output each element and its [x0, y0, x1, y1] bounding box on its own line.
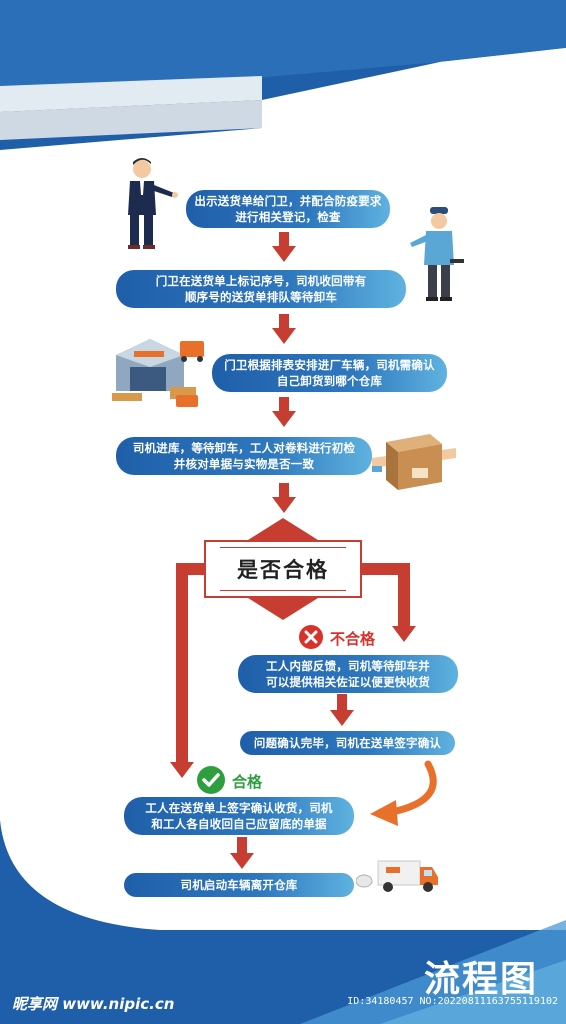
step-2-line-2: 顺序号的送货单排队等待卸车 — [184, 290, 338, 304]
step-4-box: 司机进库，等待卸车，工人对卷料进行初检 并核对单据与实物是否一致 — [116, 437, 372, 475]
decision-bottom-triangle — [248, 598, 318, 620]
arrow-4 — [279, 483, 289, 497]
decision-box: 是否合格 — [204, 540, 362, 598]
step-3-box: 门卫根据排表安排进厂车辆，司机需确认 自己卸货到哪个仓库 — [212, 354, 447, 392]
fail-step-1-line-2: 可以提供相关佐证以便更快收货 — [266, 675, 430, 689]
step-3-line-2: 自己卸货到哪个仓库 — [276, 374, 383, 388]
step-2-box: 门卫在送货单上标记序号，司机收回带有 顺序号的送货单排队等待卸车 — [116, 270, 406, 308]
step-1-line-2: 进行相关登记，检查 — [235, 210, 341, 224]
final-step-line-1: 司机启动车辆离开仓库 — [180, 878, 298, 892]
watermark-id: ID:34180457 NO:20220811163755119102 — [347, 996, 558, 1007]
step-3-line-1: 门卫根据排表安排进厂车辆，司机需确认 — [224, 358, 435, 372]
footer-title: 流程图 — [423, 959, 538, 1000]
step-4-line-1: 司机进库，等待卸车，工人对卷料进行初检 — [132, 441, 356, 455]
final-step-box: 司机启动车辆离开仓库 — [124, 873, 354, 897]
fail-step-2-line-1: 问题确认完毕，司机在送单签字确认 — [253, 736, 442, 750]
pass-branch-line — [170, 563, 204, 778]
warehouse-illustration — [112, 339, 204, 407]
fail-branch-line — [362, 563, 416, 642]
pass-step-line-2: 和工人各自收回自己应留底的单据 — [151, 817, 327, 831]
arrow-1 — [279, 232, 289, 246]
cardboard-box-illustration — [372, 434, 456, 490]
pass-step-box: 工人在送货单上签字确认收货，司机 和工人各自收回自己应留底的单据 — [124, 797, 354, 835]
fail-step-2-box: 问题确认完毕，司机在送单签字确认 — [240, 731, 455, 755]
decision-label: 是否合格 — [237, 558, 329, 582]
pass-step-line-1: 工人在送货单上签字确认收货，司机 — [145, 801, 333, 815]
businessman-illustration — [128, 158, 178, 249]
watermark-logo: 昵享网 www.nipic.cn — [12, 995, 175, 1013]
arrow-fail — [337, 694, 347, 710]
fail-step-1-box: 工人内部反馈，司机等待卸车并 可以提供相关佐证以便更快收货 — [238, 655, 458, 693]
arrow-3 — [279, 397, 289, 411]
arrow-2 — [279, 314, 289, 328]
step-1-box: 出示送货单给门卫，并配合防疫要求 进行相关登记，检查 — [186, 190, 390, 228]
check-circle-icon — [197, 766, 225, 794]
fail-step-1-line-1: 工人内部反馈，司机等待卸车并 — [266, 659, 430, 673]
step-4-line-2: 并核对单据与实物是否一致 — [173, 457, 315, 471]
return-arrow — [388, 760, 437, 816]
step-2-line-1: 门卫在送货单上标记序号，司机收回带有 — [155, 274, 367, 288]
pass-label: 合格 — [232, 773, 263, 791]
decision-top-triangle — [248, 518, 318, 540]
x-circle-icon — [299, 625, 323, 649]
security-guard-illustration — [410, 207, 464, 301]
fail-label: 不合格 — [330, 630, 376, 648]
delivery-truck-illustration — [356, 860, 438, 892]
arrow-final — [237, 837, 247, 853]
step-1-line-1: 出示送货单给门卫，并配合防疫要求 — [194, 194, 382, 208]
